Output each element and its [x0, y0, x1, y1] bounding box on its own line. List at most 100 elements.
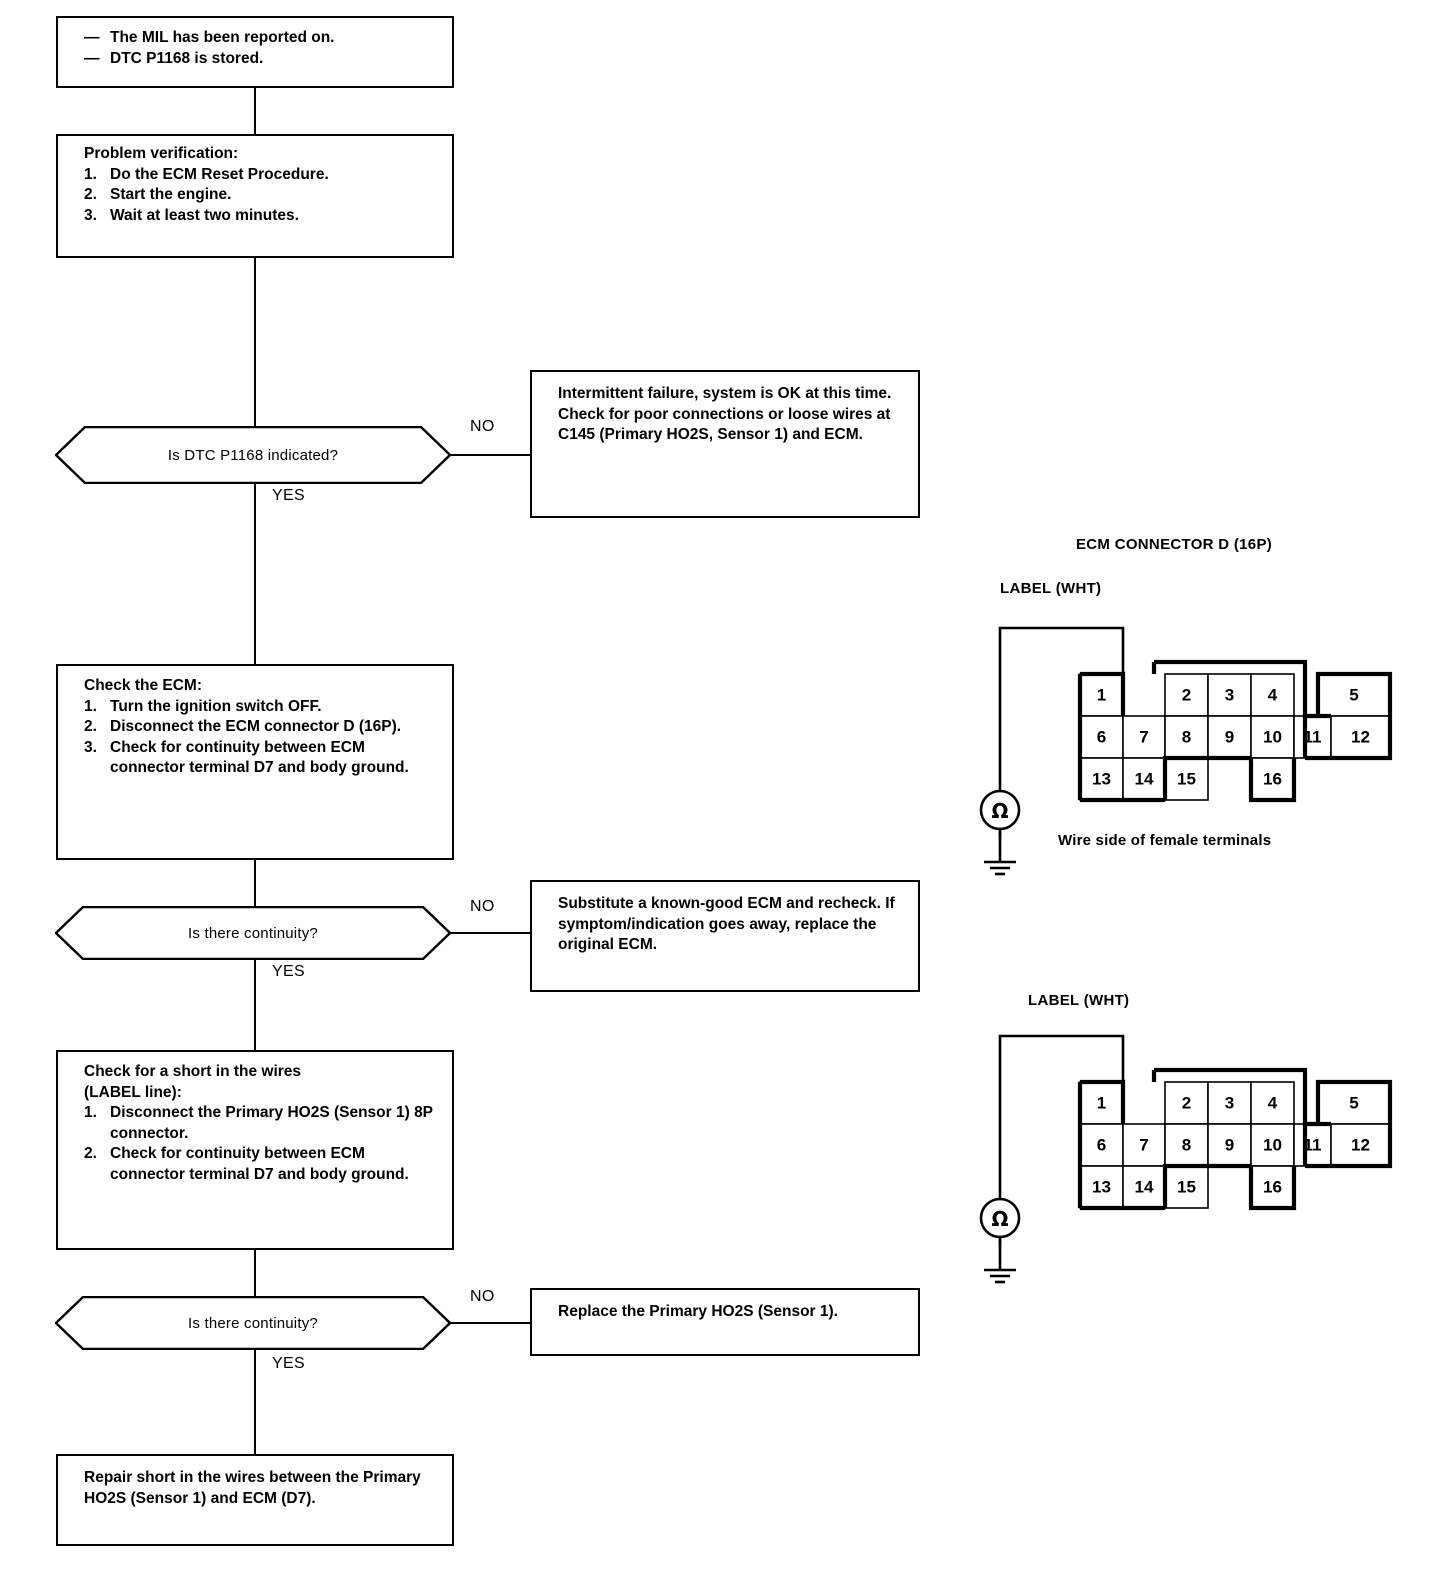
decision-dtc-indicated: Is DTC P1168 indicated?	[55, 426, 451, 484]
result-substitute-ecm-box: Substitute a known-good ECM and recheck.…	[530, 880, 920, 992]
pin-16: 16	[1263, 769, 1282, 788]
branch-label-yes: YES	[272, 963, 305, 980]
pin-5: 5	[1349, 685, 1358, 704]
decision-label: Is DTC P1168 indicated?	[167, 446, 339, 464]
step-text: Disconnect the ECM connector D (16P).	[110, 718, 402, 736]
symptom-line-1: — The MIL has been reported on.	[84, 28, 440, 49]
step-item: 2. Start the engine.	[84, 185, 442, 206]
pin-6: 6	[1097, 727, 1106, 746]
result-text: Substitute a known-good ECM and recheck.…	[558, 895, 895, 954]
step-text: Do the ECM Reset Procedure.	[110, 165, 329, 183]
pin-15: 15	[1177, 1177, 1196, 1196]
check-short-heading-line1: Check for a short in the wires	[84, 1063, 302, 1080]
pin-2: 2	[1182, 1093, 1191, 1112]
connector-outline	[1077, 1067, 1393, 1211]
symptom-box: — The MIL has been reported on. — DTC P1…	[56, 16, 454, 88]
step-text: Wait at least two minutes.	[110, 206, 299, 224]
step-text: Check for continuity between ECM connect…	[110, 1145, 409, 1184]
decision-label: Is there continuity?	[188, 1314, 318, 1332]
step-number: 1.	[84, 1104, 97, 1122]
final-text: Repair short in the wires between the Pr…	[84, 1469, 421, 1507]
pin-10: 10	[1263, 1135, 1282, 1154]
pin-1: 1	[1097, 1093, 1106, 1112]
step-item: 2. Check for continuity between ECM conn…	[84, 1144, 442, 1185]
decision-label: Is there continuity?	[188, 924, 318, 942]
hexagon-shape	[55, 426, 451, 484]
connector-diagram-top: Ω	[975, 610, 1395, 880]
connector-caption: Wire side of female terminals	[1058, 832, 1272, 849]
pin-9: 9	[1225, 1135, 1234, 1154]
step-item: 3. Check for continuity between ECM conn…	[84, 738, 442, 779]
pin-15: 15	[1177, 769, 1196, 788]
result-replace-ho2s-box: Replace the Primary HO2S (Sensor 1).	[530, 1288, 920, 1356]
branch-label-no: NO	[470, 418, 495, 435]
step-text: Start the engine.	[110, 186, 232, 204]
check-short-box: Check for a short in the wires (LABEL li…	[56, 1050, 454, 1250]
branch-line-no	[451, 1322, 530, 1324]
pin-10: 10	[1263, 727, 1282, 746]
pin-13: 13	[1092, 769, 1111, 788]
connector-line	[254, 484, 256, 664]
pin-12: 12	[1351, 1135, 1370, 1154]
check-ecm-heading: Check the ECM:	[84, 677, 202, 694]
pin-2: 2	[1182, 685, 1191, 704]
problem-verification-heading: Problem verification:	[84, 145, 239, 162]
pin-16: 16	[1263, 1177, 1282, 1196]
result-text: Intermittent failure, system is OK at th…	[558, 385, 892, 444]
symptom-line-2: — DTC P1168 is stored.	[84, 49, 440, 70]
step-item: 1. Disconnect the Primary HO2S (Sensor 1…	[84, 1103, 442, 1144]
pin-7: 7	[1139, 727, 1148, 746]
connector-line	[254, 258, 256, 430]
ground-icon	[984, 860, 1016, 876]
pin-14: 14	[1135, 769, 1154, 788]
dash-icon: —	[84, 49, 100, 67]
branch-label-no: NO	[470, 898, 495, 915]
step-number: 2.	[84, 186, 97, 204]
ohm-symbol: Ω	[991, 1207, 1008, 1231]
step-text: Disconnect the Primary HO2S (Sensor 1) 8…	[110, 1104, 433, 1142]
connector-label-wht: LABEL (WHT)	[1028, 992, 1130, 1009]
connector-line	[254, 860, 256, 908]
connector-line	[254, 960, 256, 1050]
pin-4: 4	[1268, 685, 1278, 704]
connector-title: ECM CONNECTOR D (16P)	[1076, 536, 1273, 553]
pin-numbers: 1 2 3 4 5 6 7 8 9 10 11 12 13 14 15 16	[1092, 1093, 1370, 1196]
pin-6: 6	[1097, 1135, 1106, 1154]
pin-14: 14	[1135, 1177, 1154, 1196]
branch-label-no: NO	[470, 1288, 495, 1305]
connector-svg: Ω	[979, 626, 1393, 876]
pin-cells	[1079, 673, 1391, 801]
pin-7: 7	[1139, 1135, 1148, 1154]
check-short-heading-line2: (LABEL line):	[84, 1083, 182, 1101]
pin-8: 8	[1182, 727, 1191, 746]
problem-verification-box: Problem verification: 1. Do the ECM Rese…	[56, 134, 454, 258]
pin-5: 5	[1349, 1093, 1358, 1112]
check-ecm-box: Check the ECM: 1. Turn the ignition swit…	[56, 664, 454, 860]
pin-3: 3	[1225, 685, 1234, 704]
result-intermittent-box: Intermittent failure, system is OK at th…	[530, 370, 920, 518]
branch-line-no	[451, 932, 530, 934]
branch-line-no	[451, 454, 530, 456]
pin-8: 8	[1182, 1135, 1191, 1154]
pin-12: 12	[1351, 727, 1370, 746]
pin-11: 11	[1304, 727, 1322, 746]
connector-diagram-bottom: Ω	[975, 1018, 1395, 1288]
pin-9: 9	[1225, 727, 1234, 746]
step-number: 3.	[84, 738, 97, 756]
decision-continuity-1: Is there continuity?	[55, 906, 451, 960]
hexagon-shape	[55, 1296, 451, 1350]
connector-line	[254, 1350, 256, 1454]
ohm-symbol: Ω	[991, 799, 1008, 823]
step-number: 1.	[84, 697, 97, 715]
step-number: 2.	[84, 718, 97, 736]
connector-line	[254, 88, 256, 134]
pin-numbers: 1 2 3 4 5 6 7 8 9 10 11 12 13 14 15 16	[1092, 685, 1370, 788]
branch-label-yes: YES	[272, 1355, 305, 1372]
connector-line	[254, 1250, 256, 1298]
step-number: 2.	[84, 1145, 97, 1163]
final-repair-box: Repair short in the wires between the Pr…	[56, 1454, 454, 1546]
pin-13: 13	[1092, 1177, 1111, 1196]
ground-icon	[984, 1268, 1016, 1284]
hexagon-shape	[55, 906, 451, 960]
